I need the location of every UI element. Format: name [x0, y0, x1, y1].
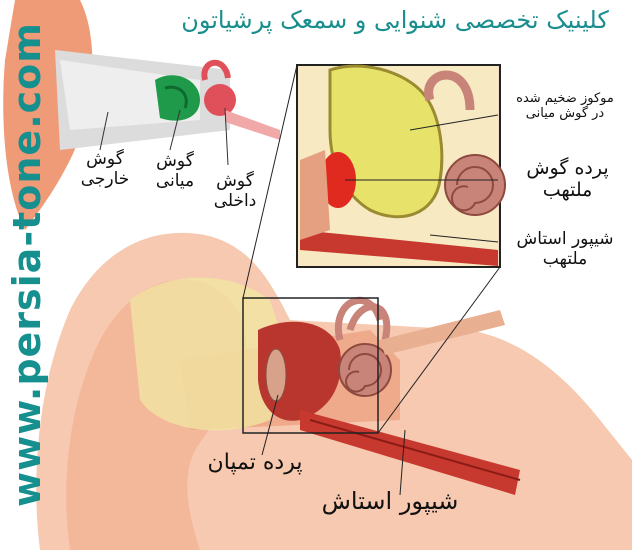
label-outer-ear: گوش خارجی — [80, 149, 130, 189]
label-inflamed-eardrum: پرده گوش ملتهب — [526, 157, 609, 201]
main-ear-drawing — [36, 232, 632, 550]
middle-ear-closeup-illustration — [296, 64, 506, 268]
page-title: کلینیک تخصصی شنوایی و سمعک پرشیاتون — [181, 6, 609, 34]
label-eustachian-tube: شیپور استاش — [321, 487, 459, 515]
label-thick-mucus: موکوز ضخیم شده در گوش میانی — [516, 91, 614, 121]
label-eardrum: پرده تمپان — [207, 450, 303, 475]
label-inner-ear: گوش داخلی — [213, 171, 257, 211]
label-middle-ear: گوش میانی — [155, 151, 195, 191]
label-inflamed-eustachian: شیپور استاش ملتهب — [516, 229, 614, 269]
zoom-lines — [242, 64, 501, 496]
website-watermark: www.persia-tone.com — [5, 22, 49, 507]
top-label-pointers — [99, 107, 229, 166]
small-ear-section-icon — [3, 0, 280, 230]
